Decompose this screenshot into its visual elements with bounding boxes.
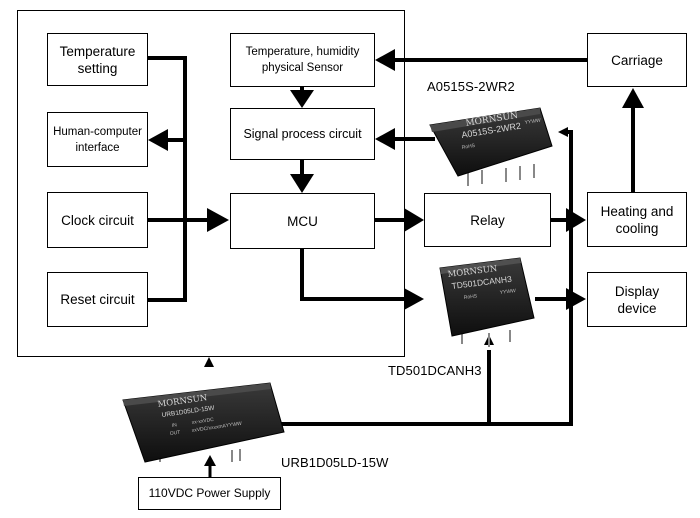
temperature-setting-bus-line	[148, 56, 187, 302]
a0515-module-image: MORNSUN A0515S-2WR2 RoHS YYWW	[429, 107, 553, 186]
td501-date: YYWW	[500, 288, 517, 296]
arrow-power-to-frame	[204, 357, 214, 367]
arrow-to-display	[566, 288, 586, 310]
carriage-block: Carriage	[587, 33, 687, 87]
arrow-to-hci	[148, 129, 168, 151]
controller-frame	[17, 10, 405, 357]
arrow-to-mcu	[207, 208, 229, 232]
arrow-power-to-a0515	[558, 127, 568, 137]
a0515-marks: RoHS	[461, 143, 476, 151]
arrow-to-sensor	[375, 49, 395, 71]
arrow-to-relay	[404, 208, 424, 232]
arrow-to-signal-from-a0515	[375, 128, 395, 150]
td501-module-image: MORNSUN TD501DCANH3 RoHS YYWW	[439, 257, 535, 347]
human-computer-interface-block: Human-computer interface	[47, 112, 148, 167]
relay-block: Relay	[424, 193, 551, 247]
arrow-to-td501	[404, 288, 424, 310]
power-supply-block: 110VDC Power Supply	[138, 477, 281, 510]
a0515-caption: A0515S-2WR2	[427, 79, 515, 94]
urb-in-value: xx-xxVDC	[191, 417, 214, 426]
td501-marks: RoHS	[464, 293, 479, 301]
urb-out-value: xxVDC/xxxxmA	[191, 423, 227, 434]
urb1d05-caption: URB1D05LD-15W	[281, 455, 389, 470]
mcu-to-td501-line	[300, 249, 406, 301]
signal-process-block: Signal process circuit	[230, 108, 375, 160]
power-bus-line	[275, 130, 573, 426]
urb-out-label: OUT	[169, 430, 180, 437]
sensor-block: Temperature, humidity physical Sensor	[230, 33, 375, 87]
display-device-block: Display device	[587, 272, 687, 327]
arrow-to-mcu-top	[290, 174, 314, 193]
reset-circuit-block: Reset circuit	[47, 272, 148, 327]
a0515-date: YYWW	[524, 117, 541, 125]
arrowheads	[148, 49, 644, 466]
arrow-to-heating	[566, 208, 586, 232]
clock-circuit-block: Clock circuit	[47, 192, 148, 248]
urb-date: YYWW	[225, 421, 242, 429]
urb1d05-module-image: MORNSUN URB1D05LD-15W IN xx-xxVDC OUT xx…	[122, 382, 285, 463]
connection-lines	[148, 56, 635, 477]
td501-caption: TD501DCANH3	[388, 363, 482, 378]
mcu-block: MCU	[230, 193, 375, 249]
temperature-setting-block: Temperature setting	[47, 33, 148, 86]
arrow-to-signal-process	[290, 90, 314, 108]
urb-in-label: IN	[171, 422, 177, 429]
heating-cooling-block: Heating and cooling	[587, 192, 687, 247]
arrow-supply-to-urb	[204, 455, 216, 466]
arrow-to-carriage	[622, 88, 644, 108]
